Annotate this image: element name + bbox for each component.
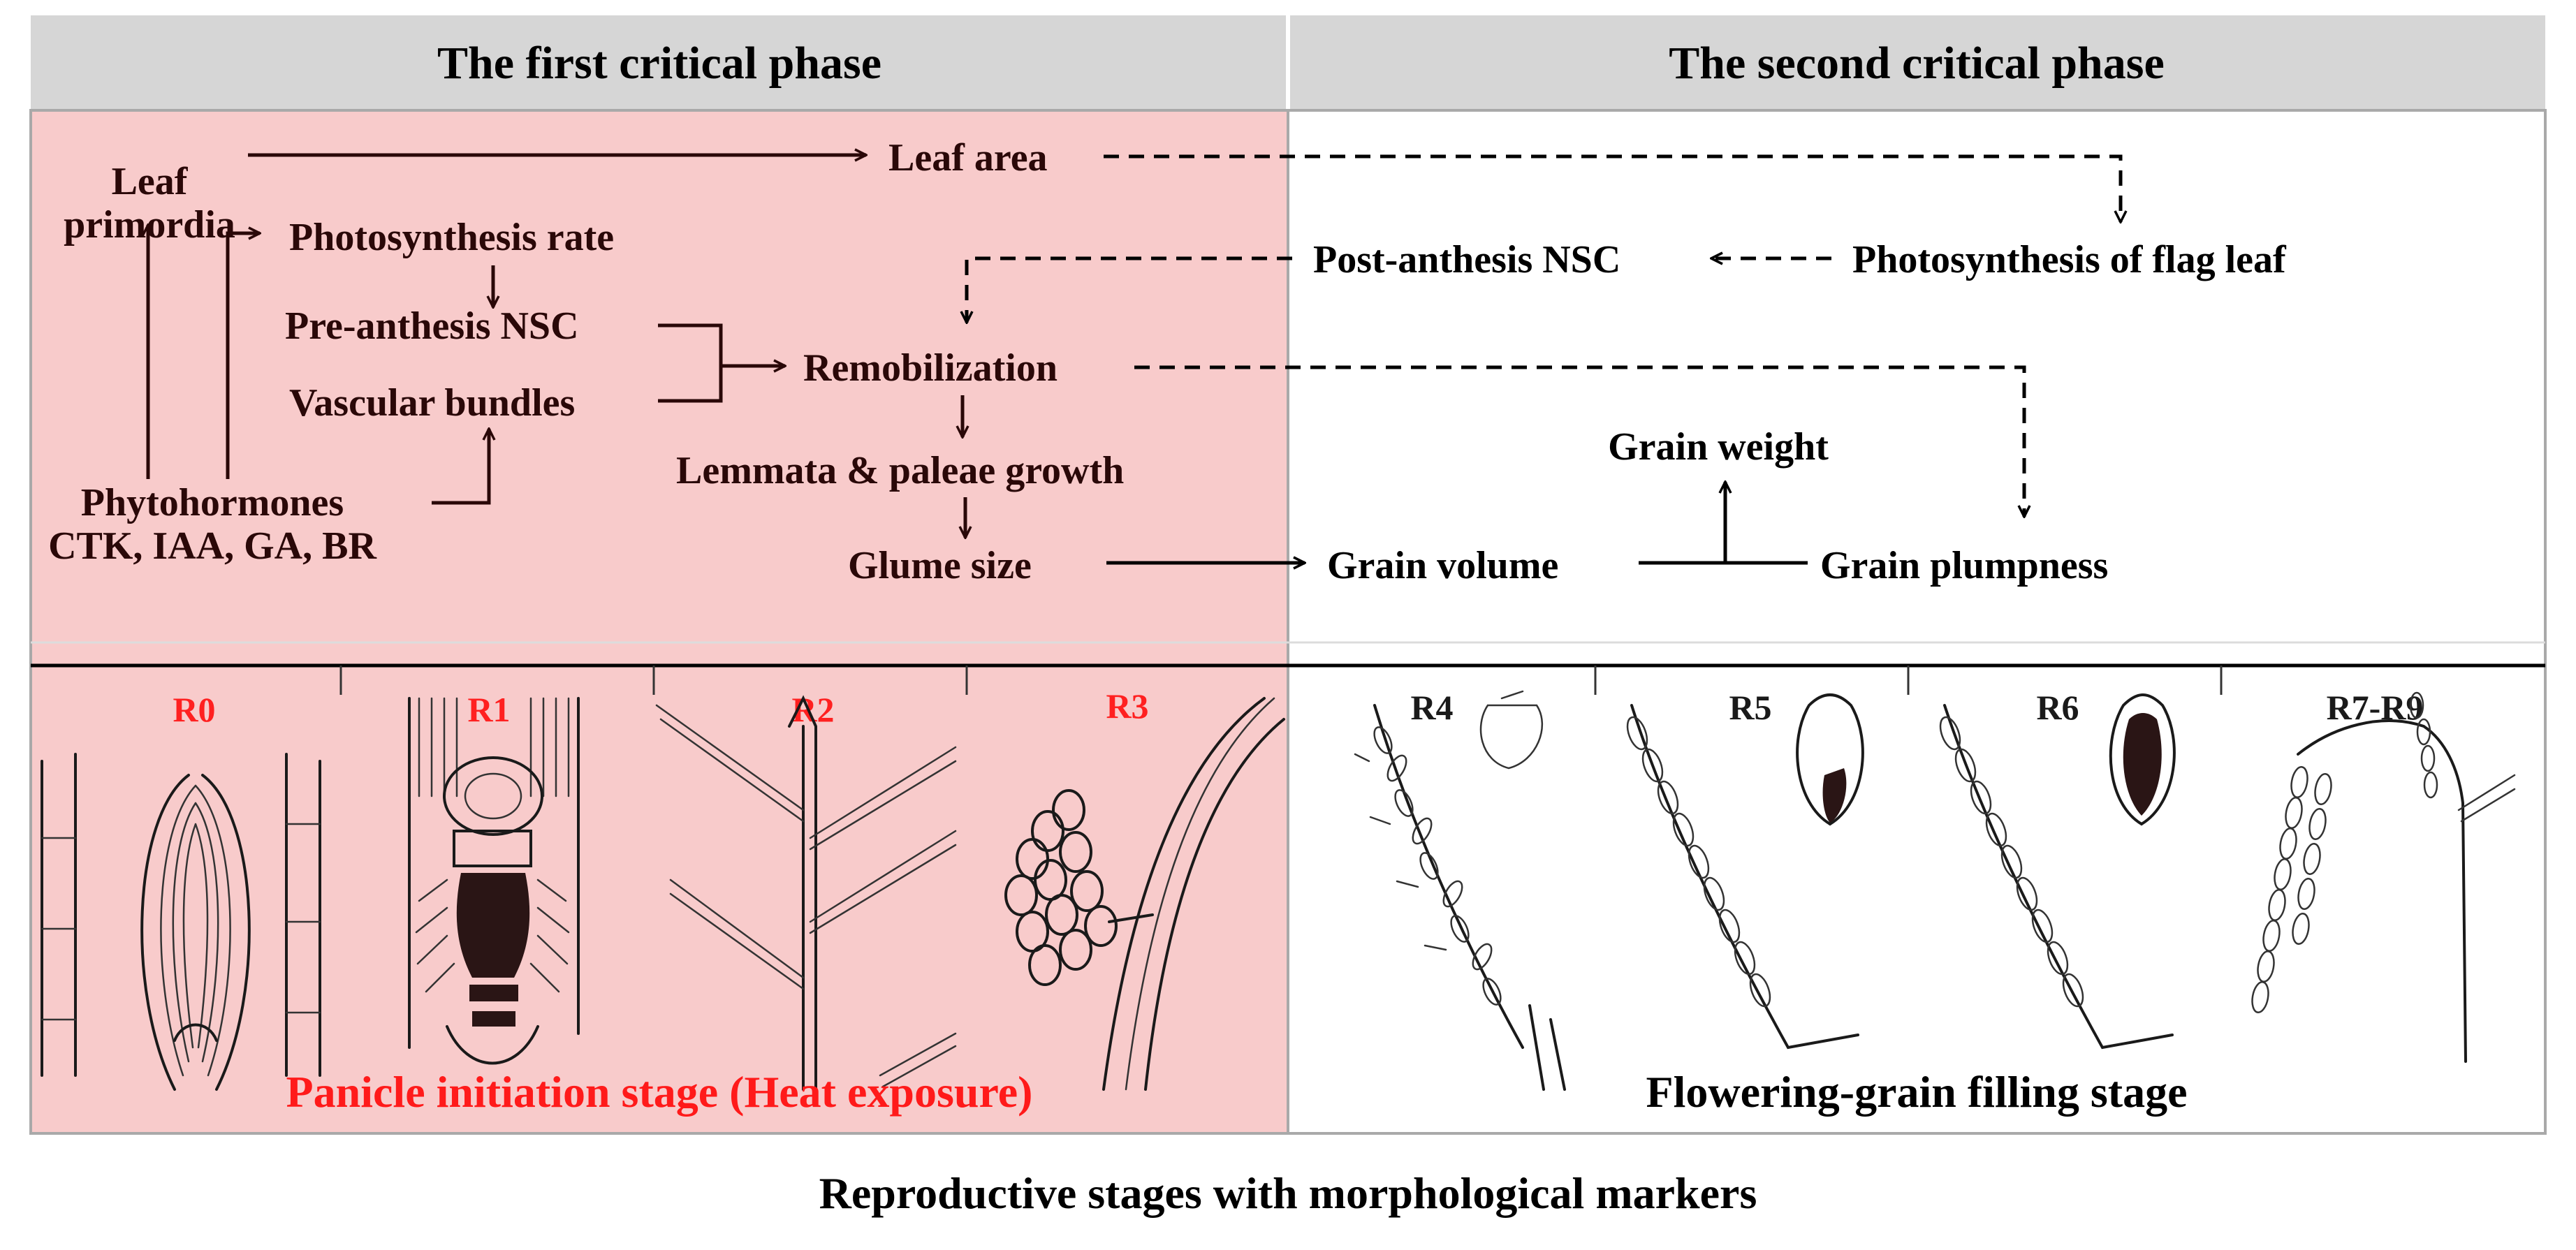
stage-label-r5: R5 bbox=[1729, 688, 1771, 727]
node-grain-plumpness: Grain plumpness bbox=[1820, 544, 2108, 587]
arrow-leaf-area-to-flag-leaf bbox=[1104, 154, 2121, 222]
stage-label-r0: R0 bbox=[173, 690, 215, 729]
stage-label-r6: R6 bbox=[2036, 688, 2079, 727]
node-grain-volume: Grain volume bbox=[1327, 544, 1558, 587]
arrow-phytohormones-to-photosynthesis bbox=[226, 233, 260, 479]
illustration-r5 bbox=[1626, 693, 1864, 1050]
stage-label-r3: R3 bbox=[1106, 686, 1148, 726]
node-phytohormones-line1: Phytohormones bbox=[81, 481, 344, 524]
caption-flowering-grain-filling: Flowering-grain filling stage bbox=[1646, 1067, 2187, 1117]
node-post-anthesis-nsc: Post-anthesis NSC bbox=[1313, 238, 1620, 281]
first-phase-title: The first critical phase bbox=[437, 38, 881, 89]
node-photosynthesis-rate: Photosynthesis rate bbox=[289, 216, 614, 259]
stage-label-r4: R4 bbox=[1410, 688, 1453, 727]
caption-panicle-initiation: Panicle initiation stage (Heat exposure) bbox=[286, 1067, 1033, 1117]
dashed-arrows bbox=[967, 154, 2121, 517]
stage-label-r1: R1 bbox=[467, 690, 510, 729]
illustration-r3 bbox=[1004, 697, 1285, 1091]
node-pre-anthesis-nsc: Pre-anthesis NSC bbox=[285, 304, 579, 348]
bracket-nsc-vascular bbox=[658, 323, 723, 403]
arrow-remobilization-to-plumpness bbox=[1134, 365, 2024, 517]
second-phase-title: The second critical phase bbox=[1669, 38, 2164, 89]
node-leaf-primordia-line1: Leaf bbox=[112, 160, 189, 203]
arrow-post-nsc-to-remobilization bbox=[967, 256, 1292, 323]
second-phase-panel bbox=[1287, 109, 2547, 1135]
solid-arrows bbox=[148, 155, 1808, 563]
node-grain-weight: Grain weight bbox=[1608, 425, 1829, 469]
node-vascular-bundles: Vascular bundles bbox=[289, 381, 575, 425]
illustration-r6 bbox=[1939, 693, 2176, 1050]
illustration-r2 bbox=[655, 695, 957, 1091]
illustration-r0 bbox=[41, 753, 321, 1091]
stage-ticks bbox=[339, 666, 2223, 695]
illustration-r4 bbox=[1354, 690, 1566, 1091]
footer-title: Reproductive stages with morphological m… bbox=[819, 1168, 1757, 1218]
illustration-r1 bbox=[408, 697, 580, 1065]
arrow-phytohormones-to-vascular bbox=[432, 429, 489, 505]
first-phase-panel bbox=[29, 109, 1289, 1135]
node-remobilization: Remobilization bbox=[803, 346, 1058, 390]
node-glume-size: Glume size bbox=[848, 544, 1032, 587]
node-photosynthesis-flag-leaf: Photosynthesis of flag leaf bbox=[1852, 238, 2287, 281]
node-leaf-area: Leaf area bbox=[888, 136, 1048, 179]
node-phytohormones-line2: CTK, IAA, GA, BR bbox=[48, 524, 376, 568]
node-lemmata-paleae-growth: Lemmata & paleae growth bbox=[676, 449, 1124, 492]
illustration-r7-r9 bbox=[2251, 691, 2516, 1063]
